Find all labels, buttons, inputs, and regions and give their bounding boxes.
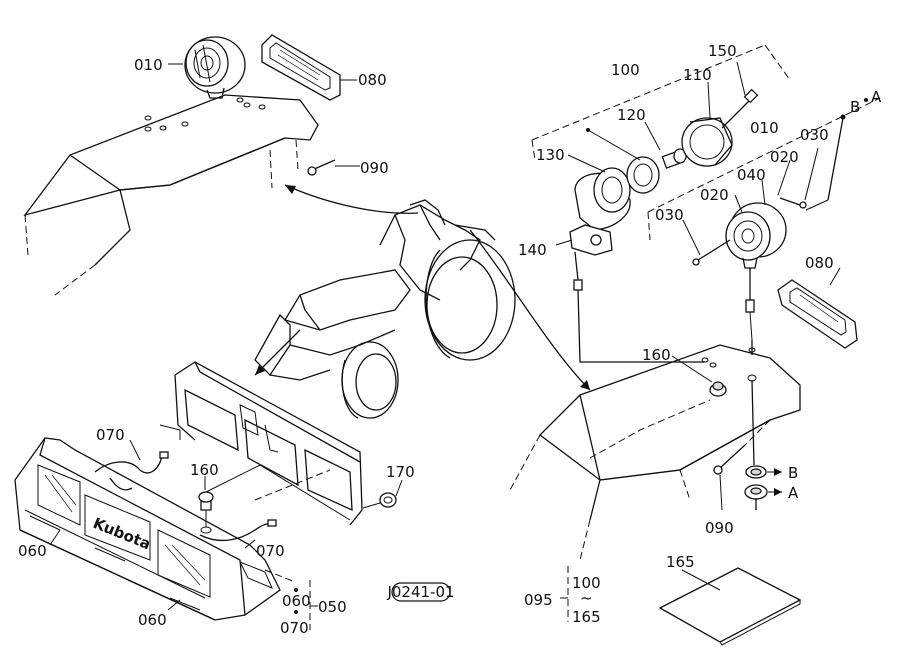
callout-020-mid: 020: [700, 186, 729, 204]
callout-070-group: 070: [280, 619, 309, 637]
callout-010-right: 010: [750, 119, 779, 137]
callout-110: 110: [683, 66, 712, 84]
clip-160-left: [198, 491, 214, 534]
group-bracket-050: [264, 569, 318, 630]
washer-B: [745, 379, 782, 479]
callout-060-group: 060: [282, 592, 311, 610]
callout-160-right: 160: [642, 346, 671, 364]
manual-sheet-165: [658, 567, 802, 646]
screw-030-top: [779, 197, 807, 209]
ref-marker-a-bottom: A: [788, 484, 799, 502]
wiring-harness-070: [94, 451, 277, 542]
callout-130: 130: [536, 146, 565, 164]
group-bracket-095: [560, 566, 569, 622]
callout-030-mid: 030: [655, 206, 684, 224]
leader-curve-hood: [284, 184, 419, 214]
callout-120: 120: [617, 106, 646, 124]
work-light-left: [184, 36, 246, 99]
callout-020-top: 020: [770, 148, 799, 166]
ref-marker-a-top: A: [871, 88, 882, 106]
reflector-plate-left: [261, 34, 341, 101]
callout-100-group: 100: [572, 574, 601, 592]
arrow-head: [285, 185, 296, 194]
callout-150: 150: [708, 42, 737, 60]
callout-165-group: 165: [572, 608, 601, 626]
screw-030-mid: [692, 239, 731, 266]
callout-160-left: 160: [190, 461, 219, 479]
callout-090-right: 090: [705, 519, 734, 537]
leader-curve-right: [469, 229, 591, 391]
screw-090-left: [307, 159, 360, 176]
bulb-120: [661, 148, 687, 169]
callout-050: 050: [318, 598, 347, 616]
screw-090-right: [713, 444, 746, 511]
upper-left-hood-assembly: [23, 94, 319, 296]
clip-160-right: [709, 381, 727, 397]
arrow-head: [255, 365, 265, 375]
diagram-code: J0241-01: [386, 583, 454, 601]
callout-030-top: 030: [800, 126, 829, 144]
callout-040: 040: [737, 166, 766, 184]
rim-110: [681, 117, 733, 167]
nut-A: [744, 484, 782, 510]
front-grille: Kubota: [14, 437, 281, 621]
reflector-plate-right: [777, 279, 858, 349]
callout-080-left: 080: [358, 71, 387, 89]
wire-path: [577, 289, 705, 363]
callout-090-left: 090: [360, 159, 389, 177]
tractor-overview: [254, 199, 516, 419]
leader-line-front: [254, 329, 301, 376]
callout-170: 170: [386, 463, 415, 481]
bracket-140: [569, 224, 613, 291]
grille-frame: [159, 361, 363, 526]
callout-165: 165: [666, 553, 695, 571]
ref-marker-b-bottom: B: [788, 464, 798, 482]
lamp-housing-130: [574, 167, 631, 231]
lens-ring-120: [626, 156, 660, 194]
grommet-170: [379, 492, 397, 508]
callout-070-top: 070: [96, 426, 125, 444]
range-tilde: ~: [580, 589, 593, 607]
diagram-code-badge: J0241-01: [386, 582, 455, 602]
work-light-right: [725, 202, 787, 341]
exploded-light-group-100: [531, 44, 791, 161]
callout-010-left: 010: [134, 56, 163, 74]
callout-060-bottom: 060: [138, 611, 167, 629]
callout-070-bottom: 070: [256, 542, 285, 560]
callout-080-right: 080: [805, 254, 834, 272]
callout-060-top: 060: [18, 542, 47, 560]
callout-140: 140: [518, 241, 547, 259]
callout-095: 095: [524, 591, 553, 609]
screw-150: [721, 88, 759, 129]
roof-panel-right: [509, 344, 801, 561]
callout-100: 100: [611, 61, 640, 79]
arrow-head: [580, 380, 590, 390]
ref-marker-b-top: B: [850, 98, 860, 116]
